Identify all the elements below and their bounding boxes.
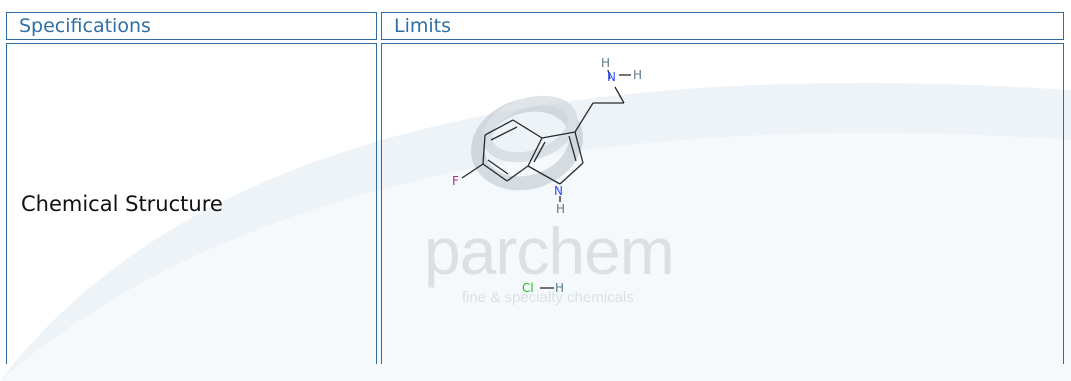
table-row: Chemical Structure parchem fine & specia… xyxy=(6,43,1064,364)
atom-ring-n: N xyxy=(554,184,563,198)
row-label-cell: Chemical Structure xyxy=(6,43,377,364)
row-label: Chemical Structure xyxy=(21,192,223,216)
specifications-table: Specifications Limits Chemical Structure… xyxy=(6,12,1064,364)
parchem-watermark: parchem fine & specialty chemicals xyxy=(424,95,675,306)
atom-hcl-h: H xyxy=(555,281,564,295)
header-specifications: Specifications xyxy=(6,12,377,40)
atom-chlorine: Cl xyxy=(522,281,534,295)
atom-ring-h: H xyxy=(556,202,565,216)
structure-cell: parchem fine & specialty chemicals xyxy=(381,43,1064,364)
watermark-tagline: fine & specialty chemicals xyxy=(462,289,634,306)
table-header-row: Specifications Limits xyxy=(6,12,1064,40)
atom-amine-h2: H xyxy=(633,68,642,82)
atom-fluorine: F xyxy=(452,174,459,188)
atom-amine-h1: H xyxy=(601,56,610,70)
header-limits: Limits xyxy=(381,12,1064,40)
structure-drawing: parchem fine & specialty chemicals xyxy=(424,56,675,306)
chemical-structure: parchem fine & specialty chemicals xyxy=(382,44,1051,364)
atom-amine-n: N xyxy=(607,70,616,84)
watermark-brand: parchem xyxy=(424,214,674,288)
